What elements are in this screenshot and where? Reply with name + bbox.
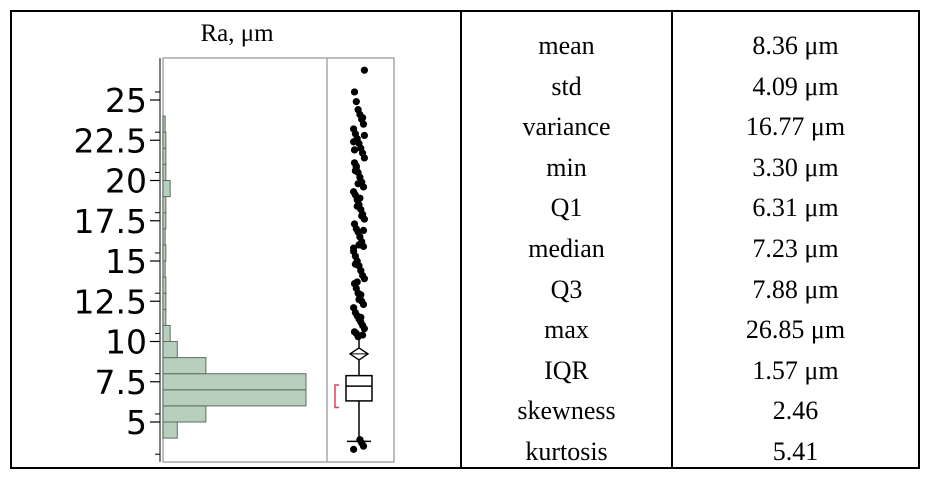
data-point <box>353 202 361 210</box>
stat-name: mean <box>538 31 595 60</box>
stat-value: 6.31 μm <box>752 193 839 223</box>
data-point <box>350 244 358 252</box>
stat-name: Q3 <box>550 274 583 304</box>
stat-value: 4.09 μm <box>752 71 839 101</box>
data-point <box>359 226 368 235</box>
data-point <box>350 138 358 146</box>
stat-value: 16.77 μm <box>745 112 846 142</box>
stat-values-column: 8.36 μm 4.09 μm 16.77 μm 3.30 μm 6.31 μm 7.23… <box>673 26 918 473</box>
histogram-bar <box>162 276 167 294</box>
stat-value: 1.57 μm <box>752 355 839 385</box>
y-tick-label: 7.5 <box>95 363 147 402</box>
stat-name: std <box>551 71 582 101</box>
stat-value: 2.46 <box>772 396 819 426</box>
histogram-bar <box>162 405 207 423</box>
histogram-bar <box>162 389 307 407</box>
data-point <box>352 98 360 106</box>
stat-name: max <box>544 315 589 345</box>
histogram-bar <box>162 115 166 133</box>
stat-value: 7.88 μm <box>752 274 839 304</box>
histogram-bar <box>162 212 167 230</box>
iqr-box <box>345 374 373 402</box>
y-tick-label: 17.5 <box>74 202 147 241</box>
stat-value: 7.23 μm <box>752 233 839 263</box>
y-tick-label: 5 <box>126 403 147 442</box>
y-tick-label: 15 <box>105 242 147 281</box>
data-point <box>360 131 368 140</box>
data-point <box>350 328 359 336</box>
y-tick-label: 20 <box>105 162 147 201</box>
histogram-bar <box>162 196 167 214</box>
data-point <box>351 167 359 175</box>
data-point <box>356 194 364 202</box>
data-point <box>354 180 362 188</box>
y-tick-label: 22.5 <box>74 121 147 160</box>
column-divider <box>671 12 673 467</box>
data-point <box>350 188 358 196</box>
data-point <box>353 278 361 286</box>
column-divider <box>460 12 462 467</box>
stat-value: 8.36 μm <box>752 31 839 60</box>
data-point <box>357 313 365 321</box>
data-point <box>359 331 367 339</box>
data-point <box>357 291 365 299</box>
stat-name: min <box>546 152 587 182</box>
data-point <box>360 66 368 74</box>
histogram-bar <box>162 260 166 278</box>
histogram-bar <box>162 131 167 149</box>
data-point <box>351 260 359 268</box>
y-tick-label: 12.5 <box>74 282 147 321</box>
data-point <box>356 436 364 444</box>
stat-name: kurtosis <box>525 436 608 466</box>
stat-value: 5.41 <box>772 436 819 466</box>
histogram-bar <box>162 228 166 246</box>
histogram-bar <box>162 147 167 165</box>
histogram-bar <box>162 373 307 391</box>
histogram-bar <box>162 163 167 181</box>
histogram-bar <box>162 292 167 310</box>
stat-name: IQR <box>544 355 589 385</box>
data-point <box>355 241 363 249</box>
data-point <box>350 146 359 154</box>
chart-title: Ra, μm <box>200 20 274 47</box>
stat-name: variance <box>522 112 611 142</box>
data-point <box>359 114 367 122</box>
histogram-bar <box>162 324 171 342</box>
y-tick-label: 10 <box>105 323 147 362</box>
stat-value: 3.30 μm <box>752 152 839 182</box>
data-point <box>354 106 362 114</box>
y-tick-label: 25 <box>105 81 147 120</box>
histogram-bar <box>162 244 167 262</box>
data-point <box>350 445 358 453</box>
shortest-half-bracket <box>334 384 339 409</box>
histogram-bar <box>162 357 207 375</box>
stat-name: Q1 <box>550 193 583 223</box>
histogram-bar <box>162 421 178 439</box>
histogram-bar <box>162 308 167 326</box>
data-point <box>350 88 359 96</box>
histogram-bar <box>162 180 171 198</box>
data-point <box>358 212 366 220</box>
data-point <box>350 220 359 228</box>
stat-name: skewness <box>517 396 616 426</box>
stat-name: median <box>528 233 605 263</box>
data-point <box>350 304 358 312</box>
stat-value: 26.85 μm <box>745 315 846 345</box>
data-point <box>350 125 358 133</box>
histogram-bar <box>162 341 178 359</box>
